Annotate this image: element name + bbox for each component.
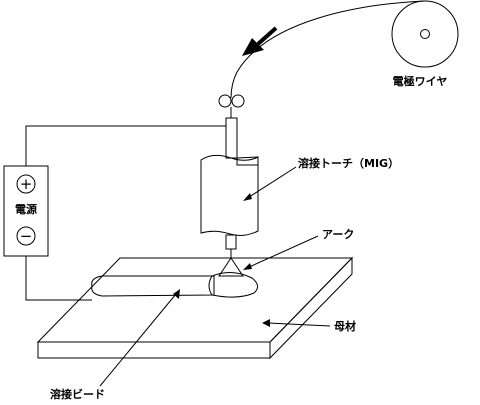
plus-terminal-icon	[16, 174, 36, 194]
wire-reel-label: 電極ワイヤ	[393, 74, 448, 88]
minus-symbol: −	[20, 227, 33, 245]
positive-cable	[25, 125, 226, 166]
negative-cable	[25, 256, 92, 301]
welding-arc	[218, 257, 244, 277]
plus-symbol: +	[20, 175, 33, 193]
feed-roller-icon	[218, 94, 245, 108]
power-source: + 電源 −	[3, 165, 49, 257]
base-metal-plate	[36, 256, 354, 360]
welding-torch	[200, 117, 259, 258]
feed-direction-arrow-icon	[242, 26, 278, 56]
base-metal-leader-line	[267, 322, 331, 327]
arc-label: アーク	[322, 228, 354, 241]
torch-label: 溶接トーチ（MIG）	[298, 156, 399, 170]
power-source-label: 電源	[15, 202, 37, 216]
arc-leader-line	[246, 235, 319, 269]
torch-leader-line	[245, 166, 297, 200]
wire-reel-icon	[391, 0, 459, 68]
bead-leader-line	[99, 293, 177, 387]
minus-terminal-icon	[16, 226, 36, 246]
bead-label: 溶接ビード	[50, 387, 105, 401]
base-metal-label: 母材	[334, 319, 356, 333]
weld-bead	[91, 272, 258, 298]
